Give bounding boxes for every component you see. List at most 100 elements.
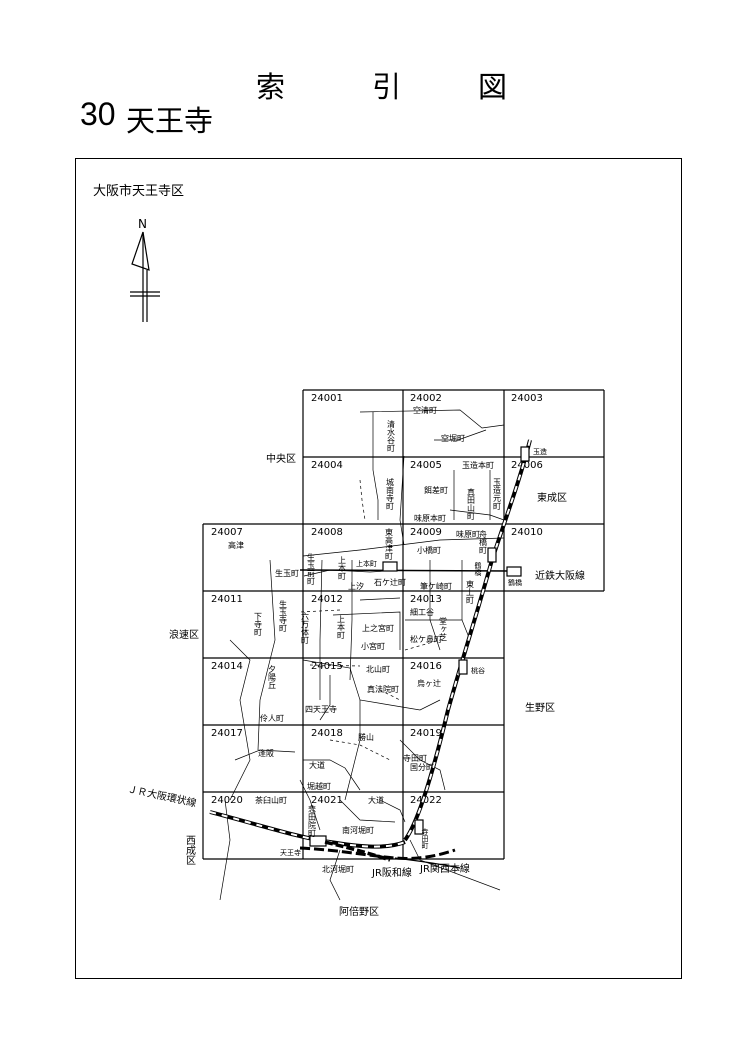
town-label: 筆ケ崎町 bbox=[420, 581, 452, 591]
railway-label-jr-loop: ＪＲ大阪環状線 bbox=[126, 782, 197, 809]
town-label: 真田山町 bbox=[467, 487, 476, 520]
town-label: 細工谷 bbox=[410, 607, 434, 617]
town-label: 空堀町 bbox=[441, 433, 465, 443]
map-frame bbox=[75, 158, 682, 979]
town-label: 小宮町 bbox=[361, 641, 385, 651]
sheet-number: 24021 bbox=[311, 795, 343, 806]
boundaries bbox=[219, 409, 505, 901]
town-label: 大道 bbox=[309, 760, 325, 770]
station-label-tennoji: 天王寺 bbox=[280, 849, 301, 857]
town-label: 四天王寺 bbox=[305, 705, 337, 714]
town-label: 生玉町 bbox=[275, 568, 299, 578]
ward-label-abeno: 阿倍野区 bbox=[339, 905, 379, 918]
ward-label-chuo: 中央区 bbox=[266, 452, 296, 465]
station-label-momodani: 桃谷 bbox=[471, 666, 485, 675]
town-label: 国分町 bbox=[410, 763, 434, 772]
station-label-tsuruhashi-kintetsu: 鶴橋 bbox=[508, 578, 522, 587]
town-label: 松ケ鼻町 bbox=[410, 634, 442, 644]
town-label: 北山町 bbox=[366, 664, 390, 674]
town-label: 味原本町 bbox=[414, 513, 446, 523]
north-arrow-icon: N bbox=[130, 217, 160, 322]
sheet-number: 24011 bbox=[211, 594, 243, 605]
town-label: 東高津町 bbox=[385, 527, 394, 560]
town-label: 南河堀町 bbox=[342, 825, 374, 835]
sheet-number: 24019 bbox=[410, 728, 442, 739]
town-label: 城南寺町 bbox=[386, 478, 395, 510]
sheet-number: 24022 bbox=[410, 795, 442, 806]
ward-name: 天王寺 bbox=[126, 104, 214, 138]
town-label: 石ケ辻町 bbox=[374, 577, 406, 587]
sheet-number: 24012 bbox=[311, 594, 343, 605]
ward-label-higashinari: 東成区 bbox=[537, 491, 567, 504]
tsuruhashi-kintetsu-station-icon bbox=[506, 566, 522, 577]
railway-label-jr-kansai: JR関西本線 bbox=[419, 862, 470, 875]
town-label: 悲田院町 bbox=[308, 804, 317, 837]
sheet-number: 24017 bbox=[211, 728, 243, 739]
sheet-number: 24013 bbox=[410, 594, 442, 605]
town-label: 大道 bbox=[368, 795, 384, 805]
town-label: 下寺町 bbox=[254, 612, 263, 636]
page-heading: 索 引 図 30 天王寺 bbox=[0, 0, 750, 140]
station-label-teradacho: 寺田町 bbox=[421, 828, 429, 849]
sheet-number: 24006 bbox=[511, 460, 543, 471]
momodani-station-icon bbox=[458, 659, 468, 675]
town-label: 堀越町 bbox=[307, 781, 331, 791]
title-char-2: 引 bbox=[372, 70, 402, 104]
sheet-number: 24004 bbox=[311, 460, 343, 471]
sheet-number: 24018 bbox=[311, 728, 343, 739]
station-label-tsuruhashi-jr: 鶴橋 bbox=[474, 561, 482, 577]
railway-label-jr-hanwa: JR阪和線 bbox=[371, 866, 412, 879]
sheet-number: 24016 bbox=[410, 661, 442, 672]
town-label: 清水谷町 bbox=[387, 419, 396, 452]
town-label: 真法院町 bbox=[367, 684, 399, 694]
town-label: 夕陽丘 bbox=[268, 664, 277, 689]
sheet-number: 24001 bbox=[311, 393, 343, 404]
sheet-number: 24008 bbox=[311, 527, 343, 538]
town-label: 堂ヶ芝 bbox=[439, 616, 448, 642]
sheet-number: 24020 bbox=[211, 795, 243, 806]
town-label: 東上町 bbox=[466, 579, 475, 604]
town-label: 上汐 bbox=[348, 581, 364, 591]
town-label: 上本町 bbox=[338, 556, 347, 580]
town-label: 烏ヶ辻 bbox=[417, 678, 441, 688]
town-label: 逢阪 bbox=[258, 748, 274, 758]
uehommachi-station-icon bbox=[382, 561, 398, 572]
town-label: 味原町 bbox=[456, 529, 480, 539]
town-label: 玉造元町 bbox=[493, 478, 502, 510]
map-number: 30 bbox=[80, 96, 116, 132]
town-label: 空清町 bbox=[413, 405, 437, 415]
title-char-1: 索 bbox=[256, 70, 286, 104]
ward-label-nishinari: 西成区 bbox=[184, 835, 196, 865]
title-char-3: 図 bbox=[478, 70, 508, 104]
tennoji-station-icon bbox=[309, 835, 327, 847]
town-label: 寺田町 bbox=[403, 754, 427, 763]
town-label: 茶臼山町 bbox=[255, 795, 287, 805]
town-label: 六万体町 bbox=[301, 611, 310, 644]
town-label: 北河堀町 bbox=[322, 864, 354, 874]
town-label: 上之宮町 bbox=[362, 623, 394, 633]
ward-label-ikuno: 生野区 bbox=[525, 701, 555, 714]
tsuruhashi-jr-station-icon bbox=[487, 547, 497, 563]
town-label: 舟橋町 bbox=[479, 529, 488, 554]
town-label: 勝山 bbox=[358, 732, 374, 742]
town-label: 餌差町 bbox=[424, 485, 448, 495]
town-label: 高津 bbox=[228, 540, 244, 550]
town-label: 玉造本町 bbox=[462, 460, 494, 470]
jr-kansai-hanwa-lines bbox=[299, 840, 461, 869]
sheet-number: 24010 bbox=[511, 527, 543, 538]
kintetsu-line bbox=[299, 561, 522, 577]
town-label: 小橋町 bbox=[417, 545, 441, 555]
station-label-uehommachi: 上本町 bbox=[356, 559, 377, 568]
sheet-number: 24007 bbox=[211, 527, 243, 538]
city-ward-label: 大阪市天王寺区 bbox=[93, 184, 185, 199]
town-label: 生玉前町 bbox=[307, 552, 316, 585]
town-label: 生玉寺町 bbox=[279, 599, 288, 632]
town-label: 上本町 bbox=[337, 615, 346, 639]
sheet-number: 24005 bbox=[410, 460, 442, 471]
north-label: N bbox=[138, 217, 147, 231]
sheet-number: 24002 bbox=[410, 393, 442, 404]
railway-label-kintetsu: 近鉄大阪線 bbox=[535, 569, 585, 582]
town-label: 伶人町 bbox=[260, 713, 284, 723]
tamatsukuri-station-icon bbox=[520, 446, 530, 462]
sheet-number: 24015 bbox=[311, 661, 343, 672]
